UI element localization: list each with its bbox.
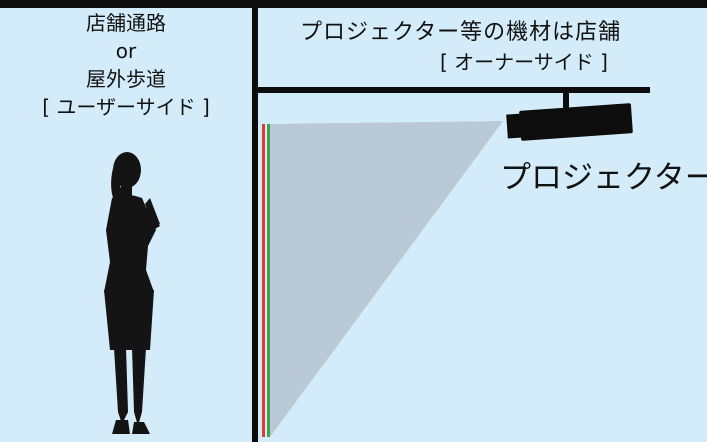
- owner-side-title: プロジェクター等の機材は店舗: [300, 20, 622, 45]
- screen-film-green: [267, 124, 270, 437]
- user-side-line-2: or: [115, 39, 137, 63]
- projector-label: プロジェクター: [500, 160, 707, 196]
- person-silhouette-icon: [104, 152, 160, 434]
- projector-icon: [506, 103, 633, 141]
- ceiling-rail: [258, 87, 650, 93]
- user-side-label: [ ユーザーサイド ]: [42, 95, 210, 119]
- projection-beam: [270, 121, 503, 437]
- top-border-bar: [0, 0, 707, 8]
- screen-film-red: [262, 124, 265, 437]
- projector-mount: [563, 93, 569, 109]
- wall-divider-line: [252, 0, 258, 442]
- user-side-line-1: 店舗通路: [86, 11, 166, 35]
- user-side-line-3: 屋外歩道: [86, 67, 166, 91]
- owner-side-label: [ オーナーサイド ]: [440, 50, 608, 74]
